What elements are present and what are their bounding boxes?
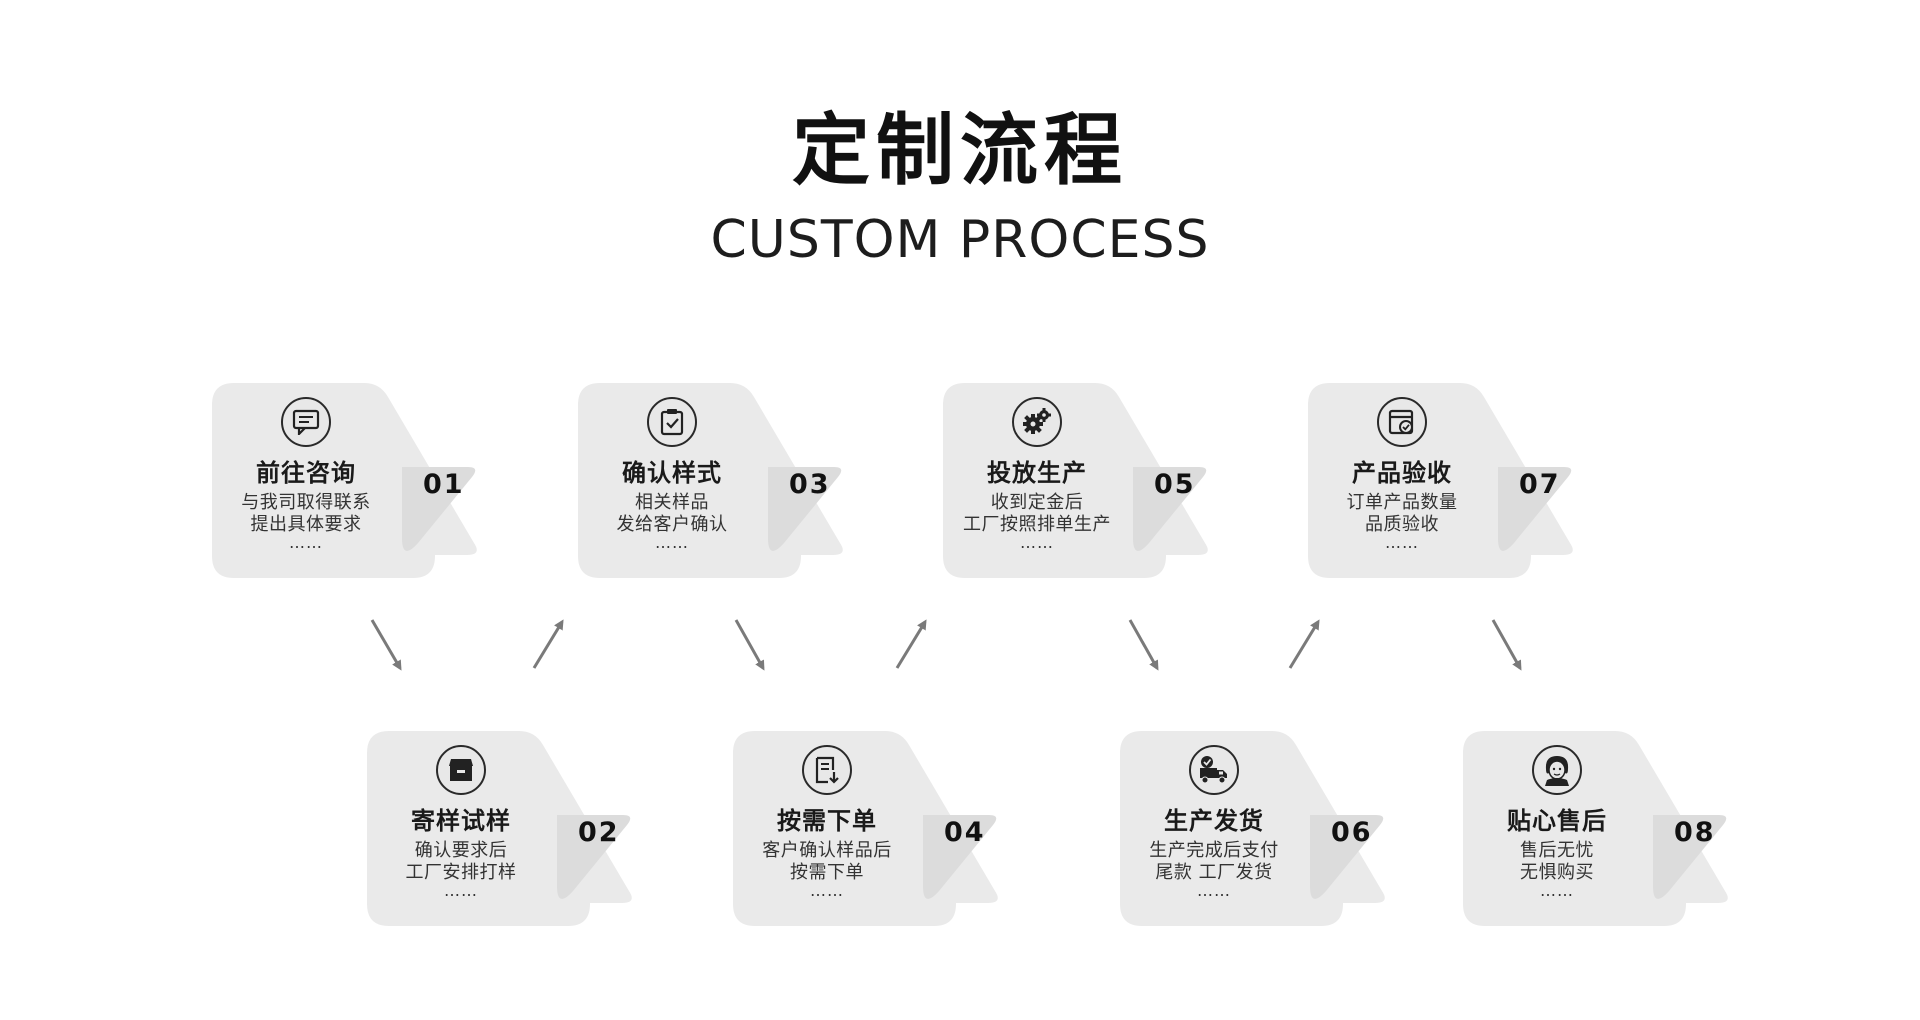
card-background <box>1308 383 1573 578</box>
card-background <box>212 383 477 578</box>
step-desc-ellipsis: …… <box>1197 881 1231 900</box>
step-card-01: 前往咨询 与我司取得联系 提出具体要求 …… 01 <box>212 383 497 578</box>
step-desc-line2: 无惧购买 <box>1520 862 1594 883</box>
step-card-07: 产品验收 订单产品数量 品质验收 …… 07 <box>1308 383 1593 578</box>
step-desc-line2: 工厂安排打样 <box>405 862 517 883</box>
step-desc-line2: 提出具体要求 <box>250 514 362 535</box>
customer-service-icon <box>1532 745 1582 795</box>
step-desc-ellipsis: …… <box>444 881 478 900</box>
card-background <box>578 383 843 578</box>
card-background <box>1463 731 1728 926</box>
step-number: 01 <box>423 469 465 500</box>
step-title: 产品验收 <box>1352 459 1452 487</box>
card-background <box>943 383 1208 578</box>
arrow-03-04 <box>734 619 765 671</box>
step-desc-line1: 相关样品 <box>635 492 709 513</box>
step-desc-ellipsis: …… <box>1020 533 1054 552</box>
step-desc-ellipsis: …… <box>1385 533 1419 552</box>
step-number: 03 <box>789 469 831 500</box>
page-subtitle: CUSTOM PROCESS <box>710 210 1210 270</box>
step-desc-line1: 客户确认样品后 <box>762 840 892 861</box>
arrow-02-03 <box>532 619 564 669</box>
gears-icon <box>1012 397 1062 447</box>
step-number: 07 <box>1519 469 1561 500</box>
arrow-04-05 <box>895 619 927 669</box>
step-card-06: 生产发货 生产完成后支付 尾款 工厂发货 …… 06 <box>1120 731 1405 926</box>
card-background <box>1120 731 1385 926</box>
step-title: 寄样试样 <box>411 807 511 835</box>
step-desc-line1: 确认要求后 <box>414 840 508 861</box>
step-desc-line2: 按需下单 <box>790 862 864 883</box>
step-number: 08 <box>1674 817 1716 848</box>
step-desc-ellipsis: …… <box>810 881 844 900</box>
clipboard-check-icon <box>647 397 697 447</box>
card-background <box>733 731 998 926</box>
step-desc-ellipsis: …… <box>655 533 689 552</box>
step-title: 按需下单 <box>777 807 877 835</box>
step-desc-ellipsis: …… <box>1540 881 1574 900</box>
step-desc-line2: 尾款 工厂发货 <box>1155 862 1273 883</box>
page-title: 定制流程 <box>791 106 1128 196</box>
step-desc-ellipsis: …… <box>289 533 323 552</box>
step-desc-line1: 生产完成后支付 <box>1149 840 1279 861</box>
step-card-08: 贴心售后 售后无忧 无惧购买 …… 08 <box>1463 731 1748 926</box>
step-title: 投放生产 <box>987 459 1087 487</box>
step-desc-line2: 工厂按照排单生产 <box>963 514 1111 535</box>
step-number: 06 <box>1331 817 1373 848</box>
order-download-icon <box>802 745 852 795</box>
delivery-truck-icon <box>1189 745 1239 795</box>
arrow-01-02 <box>370 619 402 671</box>
arrow-05-06 <box>1128 619 1159 671</box>
step-card-03: 确认样式 相关样品 发给客户确认 …… 03 <box>578 383 863 578</box>
step-title: 贴心售后 <box>1507 807 1607 835</box>
step-desc-line1: 售后无忧 <box>1520 840 1594 861</box>
step-desc-line1: 收到定金后 <box>990 492 1084 513</box>
step-card-05: 投放生产 收到定金后 工厂按照排单生产 …… 05 <box>943 383 1228 578</box>
step-title: 生产发货 <box>1164 807 1264 835</box>
step-number: 02 <box>578 817 620 848</box>
step-number: 05 <box>1154 469 1196 500</box>
card-background <box>367 731 632 926</box>
step-desc-line2: 发给客户确认 <box>616 514 728 535</box>
step-title: 前往咨询 <box>256 459 356 487</box>
step-card-04: 按需下单 客户确认样品后 按需下单 …… 04 <box>733 731 1018 926</box>
step-desc-line2: 品质验收 <box>1365 514 1439 535</box>
arrow-07-08 <box>1491 619 1522 671</box>
step-desc-line1: 与我司取得联系 <box>241 492 371 513</box>
box-icon <box>436 745 486 795</box>
window-check-icon <box>1377 397 1427 447</box>
step-title: 确认样式 <box>622 459 722 487</box>
arrow-06-07 <box>1288 619 1320 669</box>
chat-icon <box>281 397 331 447</box>
step-number: 04 <box>944 817 986 848</box>
step-card-02: 寄样试样 确认要求后 工厂安排打样 …… 02 <box>367 731 652 926</box>
step-desc-line1: 订单产品数量 <box>1346 492 1458 513</box>
